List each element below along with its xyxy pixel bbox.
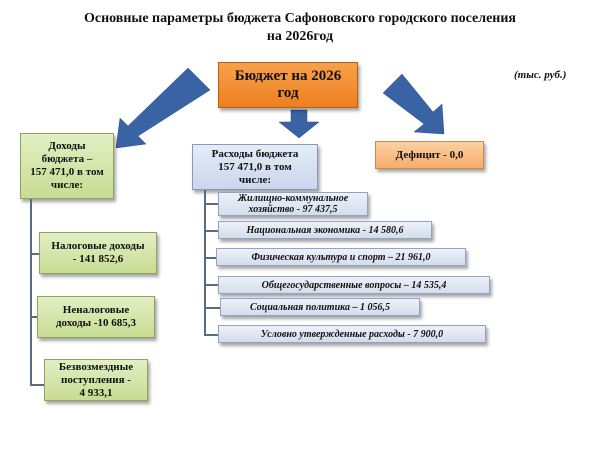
expense-item-line-2: хозяйство - 97 437,5 xyxy=(248,204,338,215)
deficit-box: Дефицит - 0,0 xyxy=(375,141,484,169)
expense-item-economy: Национальная экономика - 14 580,6 xyxy=(218,221,432,239)
income-item-nontax: Неналоговые доходы -10 685,3 xyxy=(37,296,155,338)
expenses-header-box: Расходы бюджета 157 471,0 в том числе: xyxy=(192,144,318,190)
expenses-connector-vertical xyxy=(204,190,206,336)
budget-main-line-2: год xyxy=(277,85,299,101)
income-connector-1 xyxy=(30,253,39,255)
expense-item-line-1: Общегосударственные вопросы – 14 535,4 xyxy=(261,279,447,291)
expense-item-line-1: Социальная политика – 1 056,5 xyxy=(250,301,390,313)
income-header-line-1: Доходы xyxy=(48,140,86,152)
expense-item-line-1: Условно утвержденные расходы - 7 900,0 xyxy=(260,328,444,340)
deficit-label: Дефицит - 0,0 xyxy=(395,149,464,161)
expenses-connector-3 xyxy=(204,257,216,259)
expenses-connector-4 xyxy=(204,284,218,286)
income-header-line-4: числе: xyxy=(50,179,84,191)
page-title: Основные параметры бюджета Сафоновского … xyxy=(20,10,580,46)
income-connector-vertical xyxy=(30,199,32,385)
income-item-line-3: 4 933,1 xyxy=(79,386,113,399)
income-item-line-1: Неналоговые xyxy=(62,304,130,316)
income-header-line-3: 157 471,0 в том xyxy=(30,166,104,178)
income-header-box: Доходы бюджета – 157 471,0 в том числе: xyxy=(20,133,114,199)
expense-item-reserved: Условно утвержденные расходы - 7 900,0 xyxy=(218,325,486,343)
budget-main-line-1: Бюджет на 2026 xyxy=(234,68,342,84)
budget-main-box: Бюджет на 2026 год xyxy=(218,62,358,108)
income-item-line-1: Налоговые доходы xyxy=(51,240,145,252)
income-item-line-2: доходы -10 685,3 xyxy=(55,317,137,329)
income-header-line-2: бюджета – xyxy=(41,153,93,165)
income-item-gratuitous: Безвозмездные поступления - 4 933,1 xyxy=(44,359,148,401)
title-line-2: на 2026год xyxy=(266,29,334,44)
income-connector-2 xyxy=(30,316,37,318)
arrow-left-icon xyxy=(115,67,211,149)
expenses-header-line-2: 157 471,0 в том xyxy=(218,160,292,173)
expense-item-line-1: Жилищно-коммунальное xyxy=(237,193,349,204)
expense-item-line-1: Национальная экономика - 14 580,6 xyxy=(246,224,404,236)
expenses-connector-2 xyxy=(204,230,218,232)
expense-item-line-1: Физическая культура и спорт – 21 961,0 xyxy=(251,251,431,263)
income-connector-3 xyxy=(30,384,44,386)
expense-item-housing: Жилищно-коммунальное хозяйство - 97 437,… xyxy=(218,192,368,216)
expenses-connector-5 xyxy=(204,307,220,309)
arrow-right-icon xyxy=(382,73,445,135)
income-item-line-1: Безвозмездные xyxy=(58,360,134,373)
expense-item-social: Социальная политика – 1 056,5 xyxy=(220,298,420,316)
units-label: (тыс. руб.) xyxy=(514,69,567,81)
title-line-1: Основные параметры бюджета Сафоновского … xyxy=(83,11,517,26)
expenses-header-line-1: Расходы бюджета xyxy=(211,147,299,160)
income-item-tax: Налоговые доходы - 141 852,6 xyxy=(39,232,157,274)
expenses-connector-1 xyxy=(204,203,218,205)
expense-item-sport: Физическая культура и спорт – 21 961,0 xyxy=(216,248,466,266)
income-item-line-2: поступления - xyxy=(61,373,131,386)
income-item-line-2: - 141 852,6 xyxy=(72,253,124,265)
expense-item-general: Общегосударственные вопросы – 14 535,4 xyxy=(218,276,490,294)
expenses-connector-6 xyxy=(204,334,218,336)
arrow-down-icon xyxy=(278,109,320,139)
expenses-header-line-3: числе: xyxy=(238,173,272,186)
